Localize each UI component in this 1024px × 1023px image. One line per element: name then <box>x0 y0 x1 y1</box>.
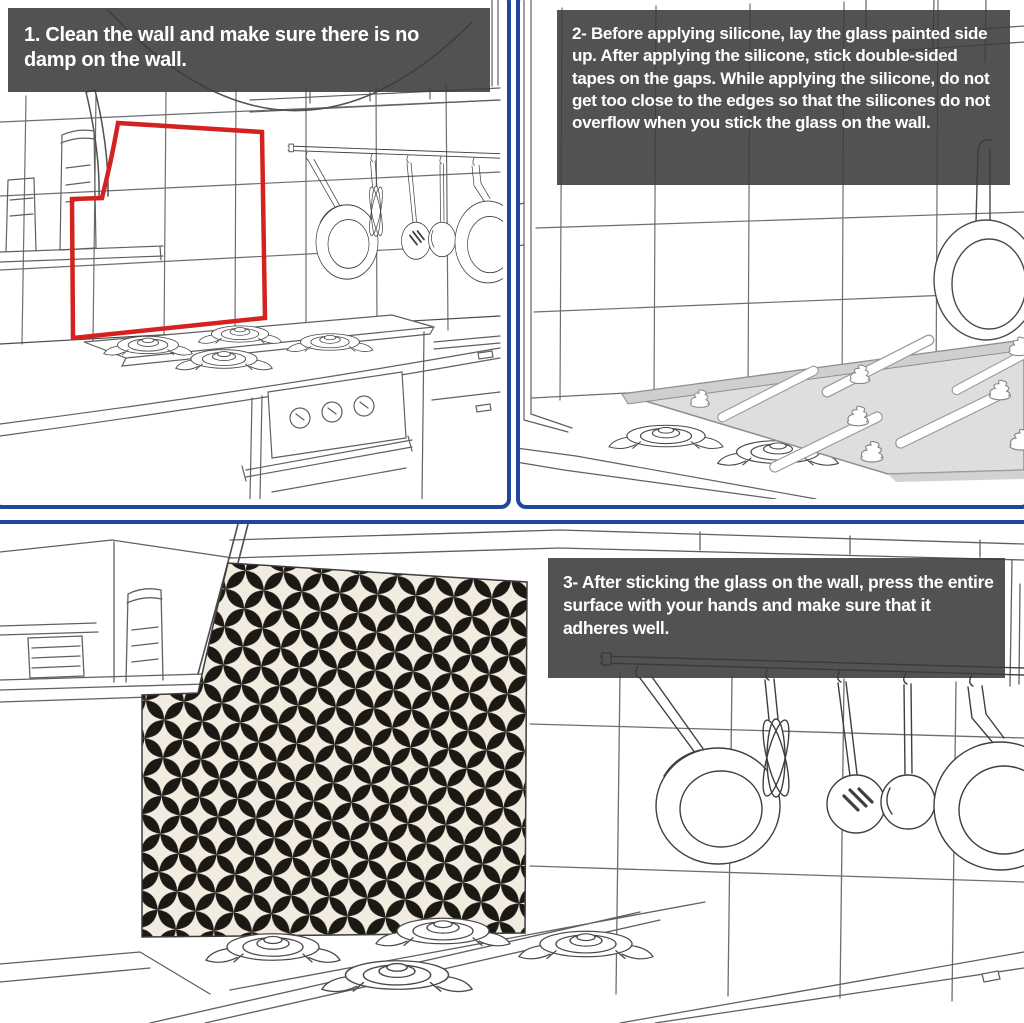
panel-2-sketch <box>516 0 1024 499</box>
oven-front <box>241 331 501 499</box>
red-outline-glass-area <box>69 120 268 341</box>
step-2-instruction: 2- Before applying silicone, lay the gla… <box>557 10 1010 185</box>
panel-3-sketch <box>0 524 1024 1023</box>
shelf-and-jars <box>0 129 164 263</box>
step-1-instruction: 1. Clean the wall and make sure there is… <box>8 8 490 92</box>
glass-sheet <box>621 332 1024 482</box>
hanging-utensils-large <box>598 651 1024 872</box>
step-2-text: 2- Before applying silicone, lay the gla… <box>572 24 990 133</box>
counter-and-hob <box>149 901 1024 1023</box>
counter-and-hob <box>0 314 501 437</box>
section-divider <box>0 520 1024 524</box>
step-3-text: 3- After sticking the glass on the wall,… <box>563 572 994 638</box>
hanging-pan <box>933 139 1024 341</box>
shelf-and-jars <box>0 539 234 703</box>
step-1-text: 1. Clean the wall and make sure there is… <box>24 24 420 72</box>
patterned-glass-panel <box>141 562 528 938</box>
hanging-utensils-small <box>286 143 503 284</box>
step-3-instruction: 3- After sticking the glass on the wall,… <box>548 558 1005 678</box>
